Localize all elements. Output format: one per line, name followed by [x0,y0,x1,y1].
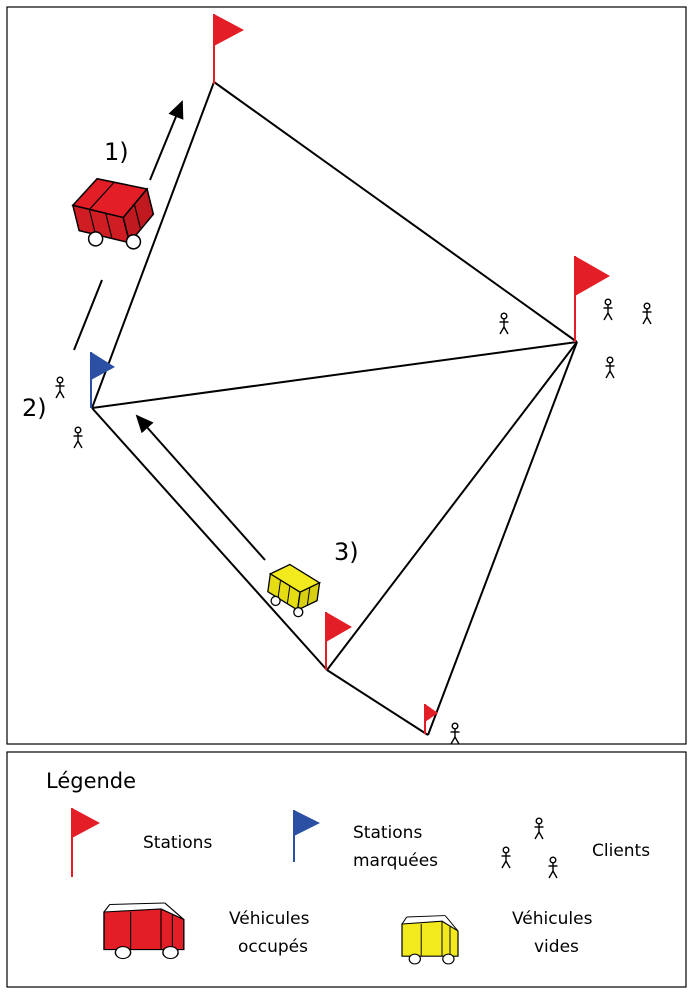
stick-figure-icon [547,856,559,879]
blue-flag-icon [293,810,320,862]
arrow-icon [149,100,184,181]
diagram-frame [6,6,687,745]
step-1-label: 1) [104,138,129,166]
edge-right-lower [427,341,578,736]
legend-box [6,751,687,988]
yellow-car-icon [401,915,459,965]
red-flag-icon [325,612,352,670]
blue-flag-icon [90,352,115,408]
red-car-icon [103,902,185,960]
stick-figure-icon [602,298,614,321]
legend-occupied-line1: Véhicules [229,909,310,929]
red-flag-icon [213,14,244,84]
step-2-label: 2) [22,394,47,422]
edge-left-right [91,341,578,409]
red-flag-icon [574,256,610,342]
step-3-label: 3) [334,538,359,566]
stick-figure-icon [500,846,512,869]
legend-clients-label: Clients [592,841,650,861]
stick-figure-icon [72,426,84,449]
stick-figure-icon [498,312,510,335]
network-edges [91,81,578,736]
arrow-icon [73,279,103,351]
stick-figure-icon [604,356,616,379]
red-car-icon [67,166,162,262]
stick-figure-icon [449,722,461,745]
edge-top-right [213,81,578,343]
stick-figure-icon [54,376,66,399]
stick-figure-icon [533,817,545,840]
legend-empty-line1: Véhicules [512,909,593,929]
legend-empty-line2: vides [534,937,579,957]
legend-title: Légende [46,769,136,793]
edge-right-bottom [326,341,578,671]
edge-bottom-lower [326,669,429,736]
red-flag-icon [424,704,438,734]
legend-marked-stations-line2: marquées [353,851,438,871]
legend-occupied-line2: occupés [238,937,308,957]
edge-left-bottom [91,407,328,671]
arrow-icon [135,414,266,561]
stick-figure-icon [641,302,653,325]
edge-top-left [91,81,215,409]
red-flag-icon [71,808,100,877]
legend-stations-label: Stations [143,833,212,853]
legend-marked-stations-line1: Stations [353,823,422,843]
